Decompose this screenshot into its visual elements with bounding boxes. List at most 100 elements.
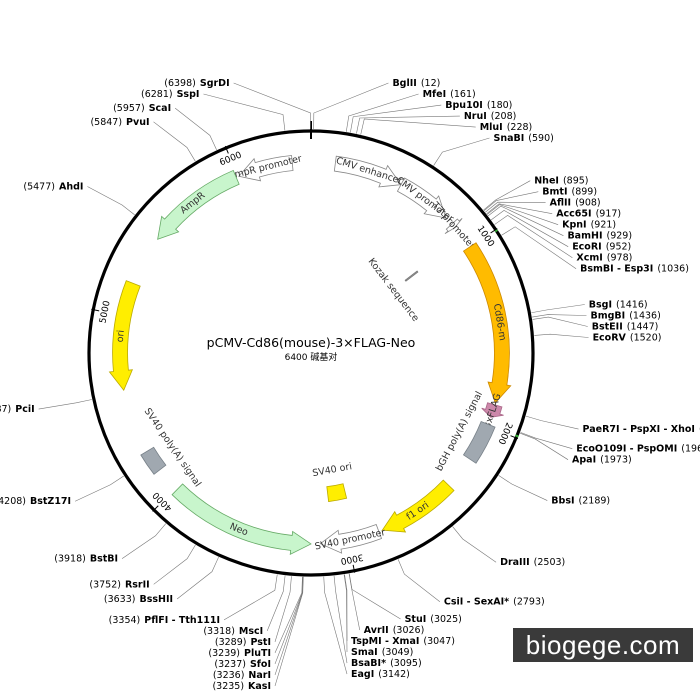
site-name: XcmI bbox=[576, 253, 602, 264]
site-name: StuI bbox=[405, 614, 427, 625]
feature-f1-ori bbox=[381, 479, 455, 533]
site-leader-line bbox=[345, 93, 419, 132]
site-name: NruI bbox=[464, 111, 487, 122]
site-name: SmaI bbox=[351, 647, 378, 658]
site-name: BmtI bbox=[542, 187, 567, 198]
site-leader-line bbox=[486, 204, 559, 225]
site-name: BsmBI - Esp3I bbox=[580, 264, 653, 275]
feature-ampr bbox=[157, 169, 240, 240]
site-position: (3752) bbox=[89, 579, 121, 590]
site-name: SnaBI bbox=[494, 133, 525, 144]
site-label: BbsI(2189) bbox=[551, 496, 610, 507]
site-position: (3095) bbox=[390, 658, 422, 669]
site-leader-line bbox=[350, 104, 442, 133]
watermark-logo: biogege.com bbox=[513, 628, 693, 662]
site-position: (3918) bbox=[54, 554, 86, 565]
feature-ampr-promoter bbox=[238, 155, 294, 182]
site-position: (3142) bbox=[378, 669, 410, 680]
site-leader-line bbox=[38, 399, 92, 410]
site-position: (2793) bbox=[513, 597, 545, 608]
site-name: EagI bbox=[351, 669, 374, 680]
site-position: (180) bbox=[487, 100, 513, 111]
site-label: PaeR7I - PspXI - XhoI (1891) bbox=[583, 424, 700, 435]
site-leader-line bbox=[323, 576, 348, 675]
feature-cmv-promoter bbox=[396, 177, 447, 219]
site-label: BamHI (929) bbox=[567, 231, 632, 242]
site-leader-line bbox=[485, 201, 546, 213]
site-name: PciI bbox=[15, 404, 34, 415]
site-leader-line bbox=[313, 82, 389, 130]
site-label: (4587) PciI bbox=[0, 404, 35, 415]
site-label: Acc65I(917) bbox=[556, 209, 621, 220]
feature-sv40-ori bbox=[326, 483, 348, 502]
site-leader-line bbox=[348, 573, 361, 631]
scale-tick bbox=[490, 228, 498, 234]
site-label: SnaBI(590) bbox=[494, 133, 554, 144]
scale-tick-label: 3000 bbox=[339, 551, 364, 565]
site-label: (6398) SgrDI bbox=[164, 78, 229, 89]
site-leader-line bbox=[520, 432, 573, 449]
feature-label: Kozak sequence bbox=[366, 256, 421, 324]
site-position: (590) bbox=[528, 133, 554, 144]
site-label: CsiI - SexAI* (2793) bbox=[444, 597, 545, 608]
site-leader-line bbox=[483, 180, 531, 211]
site-label: (5847)PvuI bbox=[90, 117, 149, 128]
site-position: (2503) bbox=[534, 557, 566, 568]
feature-sv40-promoter bbox=[319, 523, 383, 554]
site-position: (6398) bbox=[164, 78, 196, 89]
site-name: EcoRV bbox=[593, 332, 627, 343]
scale-tick bbox=[510, 435, 519, 440]
site-leader-line bbox=[333, 575, 348, 664]
site-label: KpnI(921) bbox=[562, 220, 616, 231]
site-name: BbsI bbox=[551, 496, 574, 507]
site-name: SgrDI bbox=[200, 78, 230, 89]
site-leader-line bbox=[223, 574, 278, 621]
site-name: CsiI - SexAI* bbox=[444, 597, 509, 608]
feature-ori bbox=[108, 280, 141, 392]
site-position: (899) bbox=[572, 187, 598, 198]
site-position: (1891) bbox=[699, 424, 700, 435]
site-position: (3236) bbox=[213, 670, 245, 681]
site-position: (978) bbox=[607, 253, 633, 264]
scale-tick-label: 6000 bbox=[218, 150, 243, 168]
site-label: AflII(908) bbox=[550, 198, 601, 209]
site-label: Bpu10I(180) bbox=[445, 100, 512, 111]
site-label: MluI(228) bbox=[480, 122, 533, 133]
site-label: SmaI(3049) bbox=[351, 647, 413, 658]
site-leader-line bbox=[266, 575, 286, 632]
site-label: (3752) RsrII bbox=[89, 579, 149, 590]
site-label: EcoO109I - PspOMI(1969) bbox=[576, 444, 700, 455]
site-position: (929) bbox=[606, 231, 632, 242]
site-leader-line bbox=[274, 576, 303, 654]
site-leader-line bbox=[343, 574, 348, 653]
site-position: (4587) bbox=[0, 404, 11, 415]
site-label: (3633)BssHII bbox=[104, 594, 173, 605]
site-position: (3354) bbox=[109, 615, 141, 626]
site-leader-line bbox=[501, 226, 577, 269]
site-leader-line bbox=[74, 475, 124, 502]
site-name: PaeR7I - PspXI - XhoI bbox=[583, 424, 695, 435]
site-label: MfeI(161) bbox=[423, 89, 476, 100]
site-position: (952) bbox=[606, 242, 632, 253]
site-name: NarI bbox=[248, 670, 271, 681]
site-leader-line bbox=[174, 107, 217, 150]
site-leader-line bbox=[487, 205, 564, 236]
site-name: BamHI bbox=[567, 231, 602, 242]
plasmid-size: 6400 碱基对 bbox=[285, 351, 338, 363]
site-label: BsgI(1416) bbox=[589, 299, 648, 310]
site-label: BmtI (899) bbox=[542, 187, 597, 198]
site-name: RsrII bbox=[125, 579, 150, 590]
plasmid-name: pCMV-Cd86(mouse)-3×FLAG-Neo bbox=[207, 335, 416, 350]
site-leader-line bbox=[532, 316, 588, 327]
site-name: BsaBI* bbox=[351, 658, 386, 669]
insert-boundary-mark bbox=[515, 434, 519, 438]
site-position: (1416) bbox=[616, 299, 648, 310]
site-label: AvrII(3026) bbox=[364, 625, 425, 636]
feature-label: SV40 promoter bbox=[314, 527, 387, 552]
site-name: BstEII bbox=[592, 321, 623, 332]
site-leader-line bbox=[397, 559, 441, 602]
site-name: PluTI bbox=[244, 648, 271, 659]
site-leader-line bbox=[483, 191, 539, 211]
site-leader-line bbox=[532, 314, 587, 318]
